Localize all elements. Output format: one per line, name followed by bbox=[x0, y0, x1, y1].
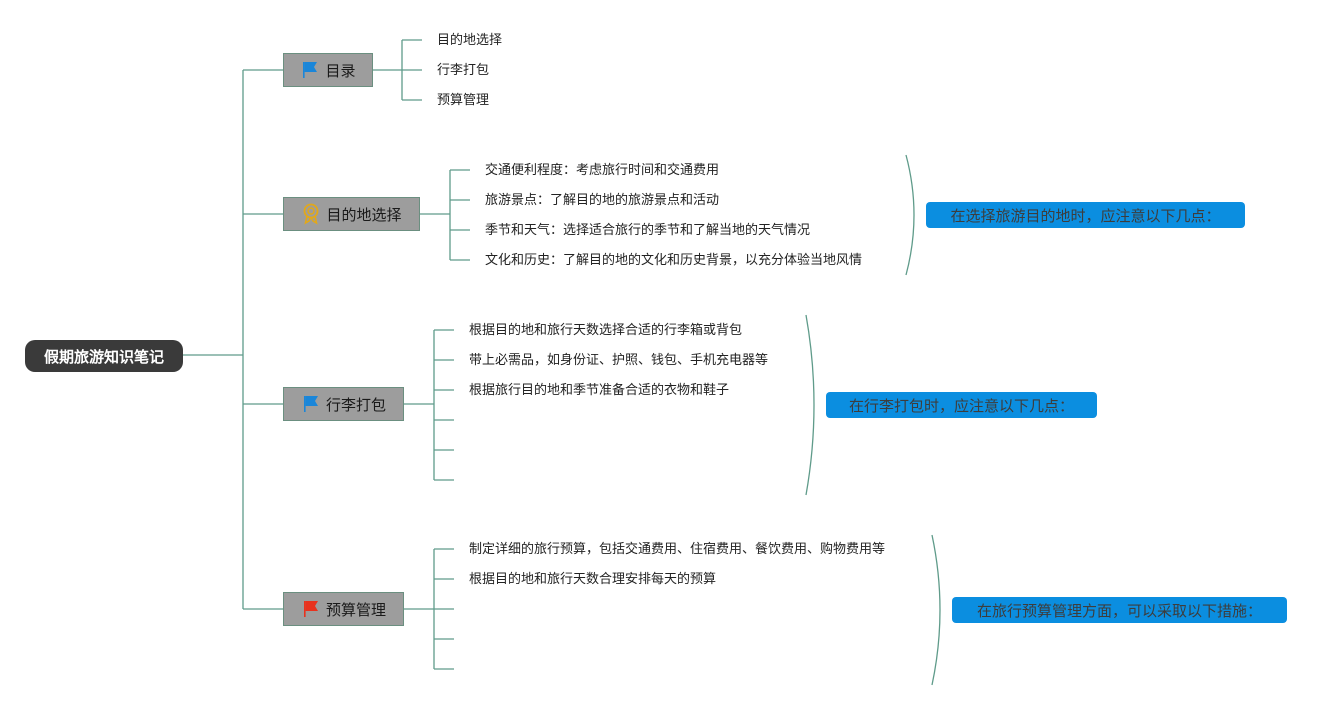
red-flag-icon bbox=[303, 601, 318, 617]
budget-summary[interactable]: 在旅行预算管理方面，可以采取以下措施： bbox=[952, 597, 1287, 623]
topic-catalog[interactable]: 目录 bbox=[283, 53, 373, 87]
root-topic[interactable]: 假期旅游知识笔记 bbox=[25, 340, 183, 372]
destination-item[interactable]: 季节和天气：选择适合旅行的季节和了解当地的天气情况 bbox=[485, 223, 811, 238]
catalog-item[interactable]: 行李打包 bbox=[437, 63, 490, 78]
packing-item[interactable]: 带上必需品，如身份证、护照、钱包、手机充电器等 bbox=[469, 353, 769, 368]
destination-item[interactable]: 旅游景点：了解目的地的旅游景点和活动 bbox=[485, 193, 720, 208]
destination-summary[interactable]: 在选择旅游目的地时，应注意以下几点： bbox=[926, 202, 1245, 228]
topic-catalog-label: 目录 bbox=[325, 61, 356, 80]
budget-summary-label: 在旅行预算管理方面，可以采取以下措施： bbox=[976, 601, 1262, 620]
packing-item[interactable]: 根据目的地和旅行天数选择合适的行李箱或背包 bbox=[469, 323, 743, 338]
catalog-item[interactable]: 预算管理 bbox=[437, 93, 490, 108]
topic-packing[interactable]: 行李打包 bbox=[283, 387, 404, 421]
budget-item[interactable]: 根据目的地和旅行天数合理安排每天的预算 bbox=[469, 572, 717, 587]
topic-budget[interactable]: 预算管理 bbox=[283, 592, 404, 626]
packing-summary[interactable]: 在行李打包时，应注意以下几点： bbox=[826, 392, 1097, 418]
packing-item[interactable]: 根据旅行目的地和季节准备合适的衣物和鞋子 bbox=[469, 383, 730, 398]
destination-summary-label: 在选择旅游目的地时，应注意以下几点： bbox=[950, 206, 1221, 225]
root-label: 假期旅游知识笔记 bbox=[43, 347, 164, 366]
blue-flag-icon bbox=[303, 62, 318, 78]
topic-destination[interactable]: 目的地选择 bbox=[283, 197, 420, 231]
topic-packing-label: 行李打包 bbox=[325, 395, 386, 414]
blue-flag-icon bbox=[303, 396, 318, 412]
catalog-item[interactable]: 目的地选择 bbox=[437, 33, 503, 48]
topic-budget-label: 预算管理 bbox=[325, 600, 386, 619]
destination-item[interactable]: 文化和历史：了解目的地的文化和历史背景，以充分体验当地风情 bbox=[485, 253, 863, 268]
topic-destination-label: 目的地选择 bbox=[326, 205, 402, 224]
budget-item[interactable]: 制定详细的旅行预算，包括交通费用、住宿费用、餐饮费用、购物费用等 bbox=[469, 542, 886, 557]
destination-item[interactable]: 交通便利程度：考虑旅行时间和交通费用 bbox=[485, 163, 720, 178]
packing-summary-label: 在行李打包时，应注意以下几点： bbox=[848, 396, 1074, 415]
award-ribbon-icon bbox=[304, 203, 319, 225]
